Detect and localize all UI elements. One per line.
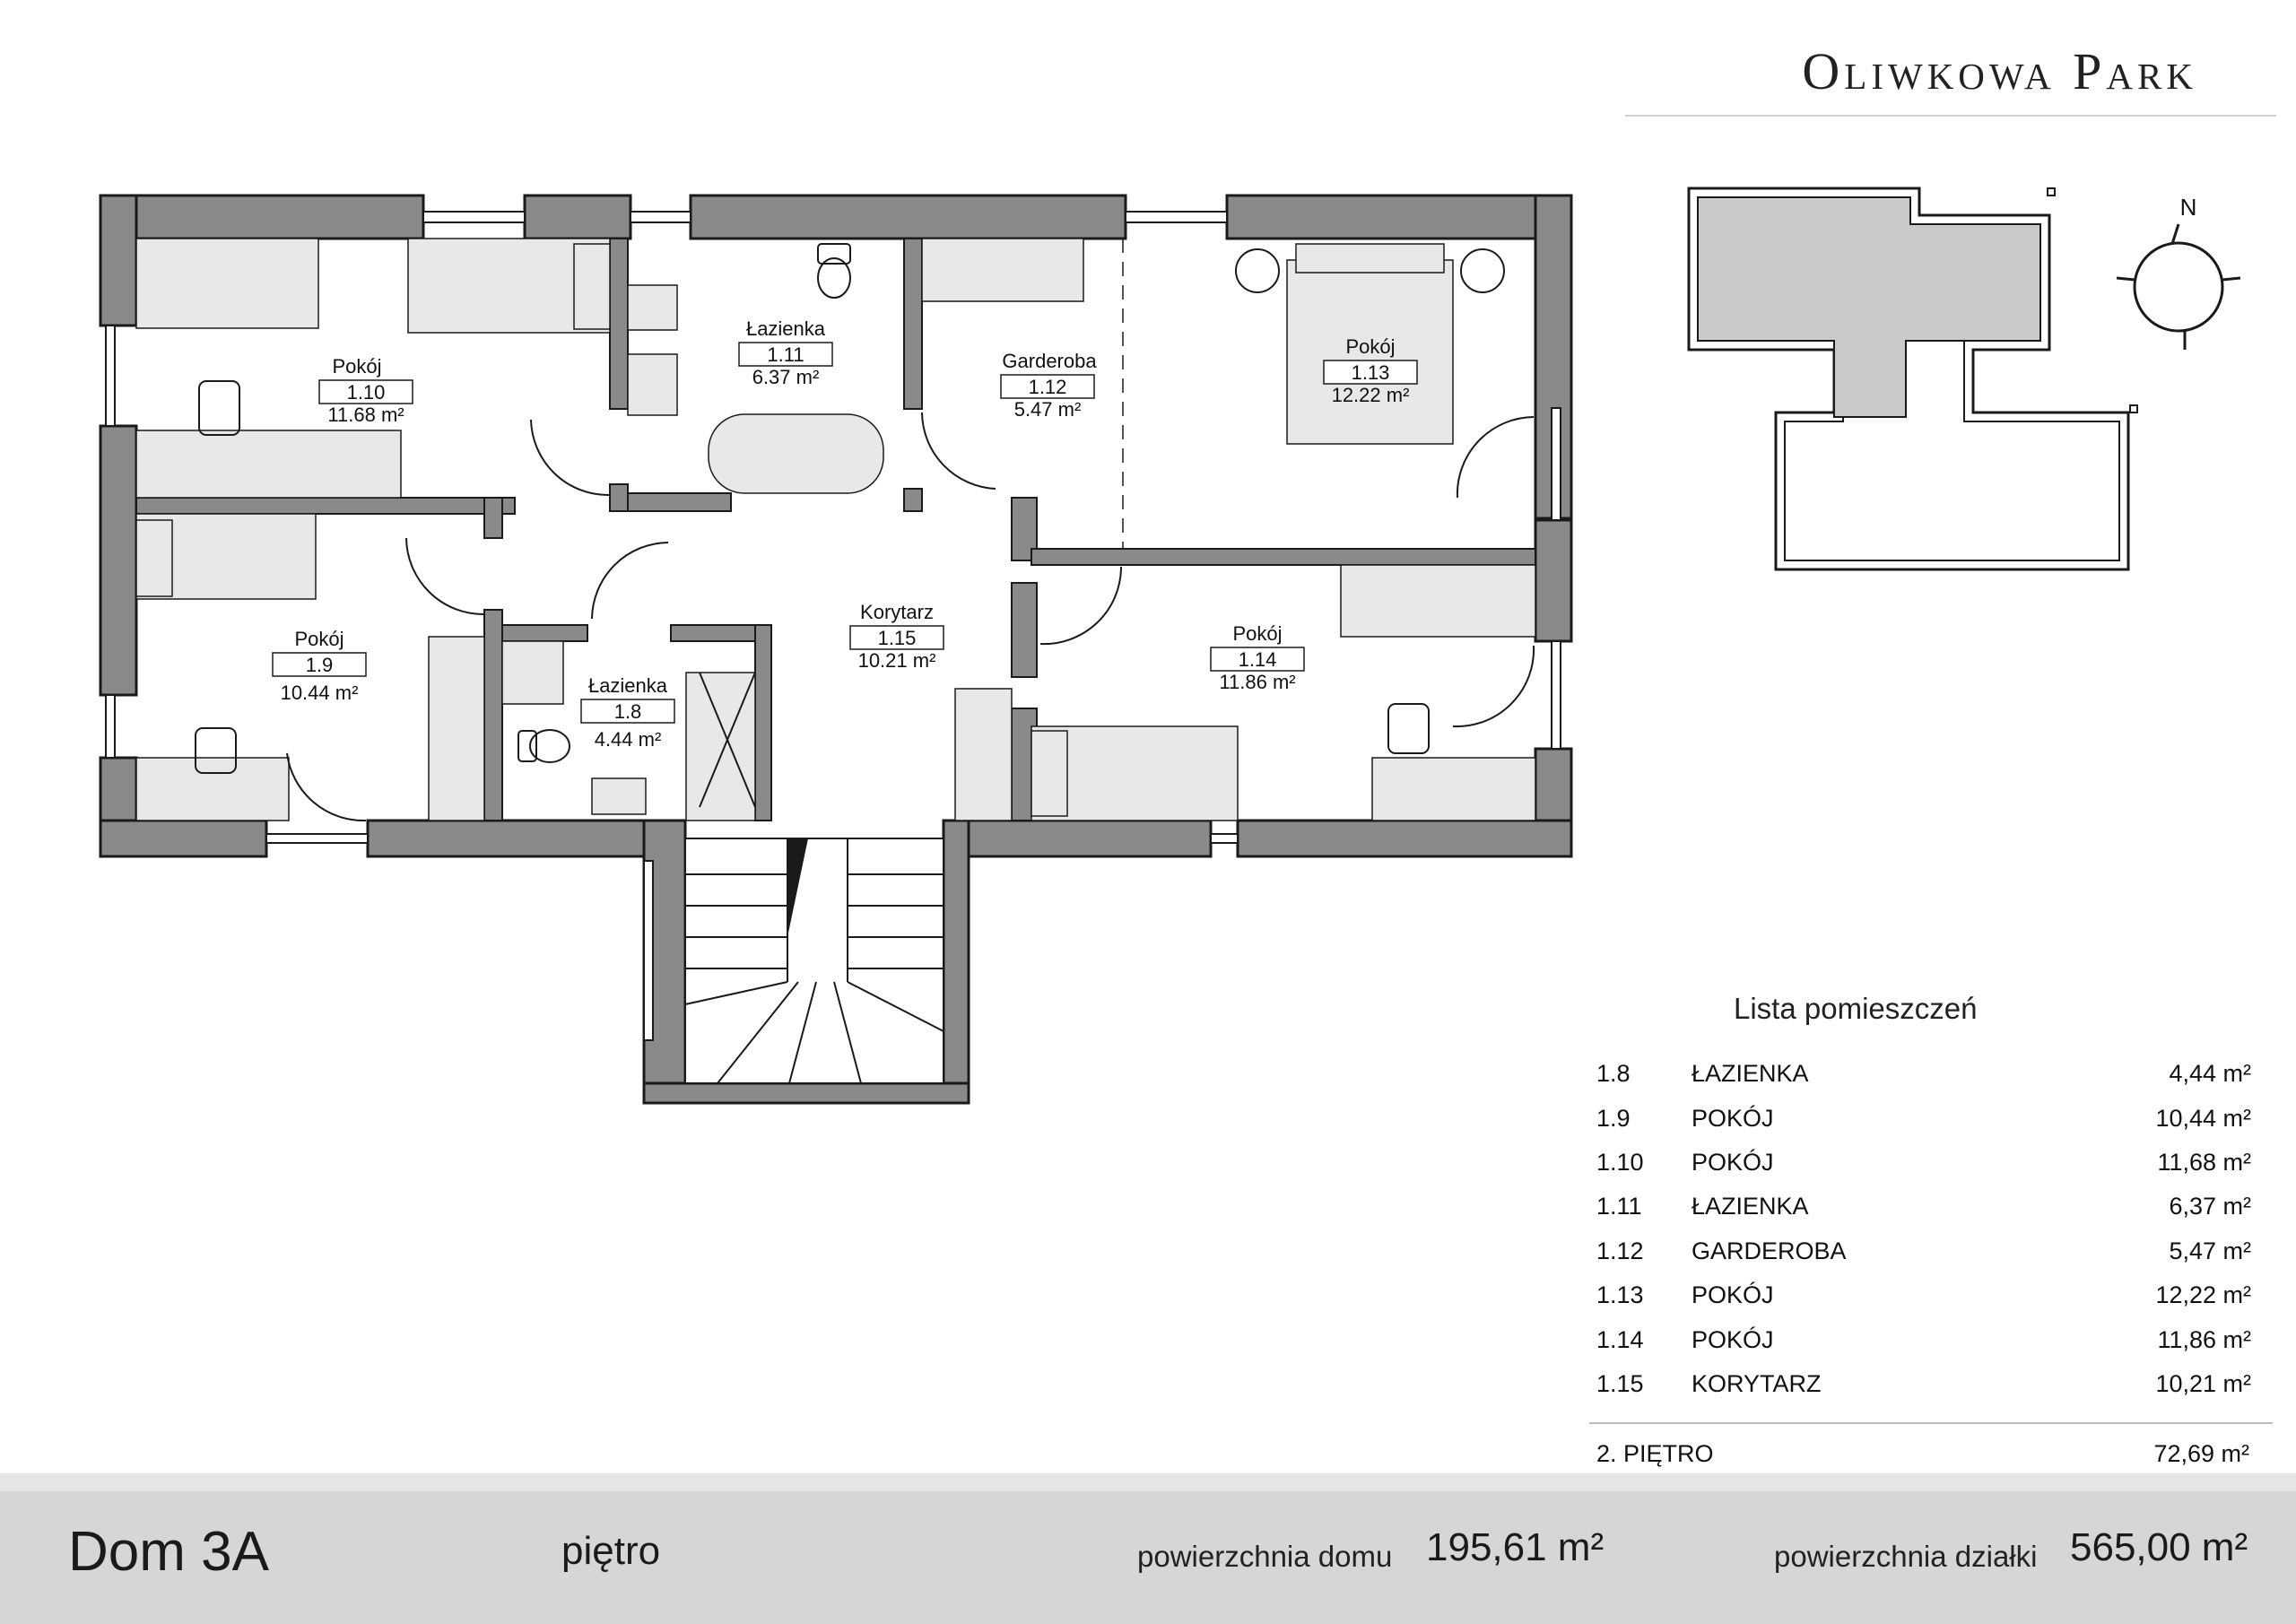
room-list-row: 1.15 KORYTARZ 10,21 m²	[1587, 1370, 2251, 1406]
room-list-row: 1.8 ŁAZIENKA 4,44 m²	[1587, 1060, 2251, 1096]
plot-area-label: powierzchnia działki	[1774, 1540, 2038, 1573]
room-label-1-11: Łazienka 1.11 6.37 m²	[738, 317, 833, 388]
room-list-row: 1.10 POKÓJ 11,68 m²	[1587, 1149, 2251, 1185]
house-area-label: powierzchnia domu	[1137, 1540, 1393, 1573]
room-area: 5.47 m²	[1014, 398, 1082, 421]
room-label-1-10: Pokój 1.10 11.68 m²	[318, 355, 413, 426]
room-area: 6.37 m²	[752, 366, 820, 388]
room-name: ŁAZIENKA	[1692, 1060, 1809, 1087]
room-area: 10,44 m²	[2155, 1105, 2251, 1132]
room-area: 10.44 m²	[281, 682, 359, 704]
room-list-row: 1.14 POKÓJ 11,86 m²	[1587, 1326, 2251, 1362]
footer-bar: Dom 3A piętro powierzchnia domu 195,61 m…	[0, 1473, 2296, 1624]
room-number: 1.12	[1029, 376, 1067, 398]
room-area: 10,21 m²	[2155, 1370, 2251, 1397]
room-number: 1.12	[1596, 1238, 1644, 1264]
room-area: 10.21 m²	[858, 649, 936, 672]
legend-title: Lista pomieszczeń	[1734, 992, 1978, 1025]
room-list-row: 1.11 ŁAZIENKA 6,37 m²	[1587, 1193, 2251, 1229]
room-area: 11.86 m²	[1219, 671, 1295, 693]
house-area-value: 195,61 m²	[1426, 1525, 1605, 1569]
legend-divider	[1589, 1422, 2273, 1424]
room-number: 1.8	[1596, 1060, 1631, 1087]
room-name: POKÓJ	[1692, 1326, 1774, 1353]
room-name: Pokój	[332, 355, 381, 378]
room-name: Łazienka	[588, 674, 668, 697]
room-number: 1.10	[1596, 1149, 1644, 1176]
room-label-1-15: Korytarz 1.15 10.21 m²	[849, 601, 944, 672]
room-list-row: 1.9 POKÓJ 10,44 m²	[1587, 1105, 2251, 1141]
room-area: 4.44 m²	[595, 728, 662, 751]
room-label-1-9: Pokój 1.9 10.44 m²	[272, 628, 367, 704]
compass-north-label: N	[2180, 194, 2197, 221]
room-number: 1.8	[614, 700, 642, 723]
brand-divider	[1625, 115, 2276, 117]
room-area: 6,37 m²	[2169, 1193, 2251, 1220]
room-name: POKÓJ	[1692, 1281, 1774, 1308]
room-label-1-14: Pokój 1.14 11.86 m²	[1210, 622, 1305, 693]
compass-icon	[2116, 223, 2241, 350]
room-area: 12.22 m²	[1332, 384, 1410, 406]
room-label-1-12: Garderoba 1.12 5.47 m²	[1000, 350, 1097, 421]
room-list-row: 1.12 GARDEROBA 5,47 m²	[1587, 1238, 2251, 1273]
room-name: POKÓJ	[1692, 1149, 1774, 1176]
room-name: Pokój	[294, 628, 344, 650]
room-area: 11.68 m²	[327, 404, 404, 426]
room-number: 1.15	[1596, 1370, 1644, 1397]
room-name: POKÓJ	[1692, 1105, 1774, 1132]
room-number: 1.14	[1596, 1326, 1644, 1353]
room-number: 1.13	[1352, 361, 1390, 384]
room-name: GARDEROBA	[1692, 1238, 1847, 1264]
room-name: KORYTARZ	[1692, 1370, 1822, 1397]
brand-title: Oliwkowa Park	[1802, 42, 2197, 100]
room-area: 4,44 m²	[2169, 1060, 2251, 1087]
room-number: 1.11	[767, 343, 804, 366]
room-number: 1.15	[878, 627, 917, 649]
room-name: Łazienka	[746, 317, 826, 340]
floor-total-label: 2. PIĘTRO	[1596, 1440, 1714, 1467]
room-list-row: 1.13 POKÓJ 12,22 m²	[1587, 1281, 2251, 1317]
room-name: Korytarz	[860, 601, 934, 623]
house-name: Dom 3A	[68, 1521, 269, 1583]
room-number: 1.13	[1596, 1281, 1644, 1308]
plot-area-value: 565,00 m²	[2070, 1525, 2248, 1569]
room-number: 1.9	[306, 654, 334, 676]
floor-name: piętro	[561, 1529, 661, 1573]
room-number: 1.11	[1596, 1193, 1642, 1220]
room-label-1-8: Łazienka 1.8 4.44 m²	[580, 674, 675, 751]
room-number: 1.14	[1239, 648, 1277, 671]
room-area: 11,86 m²	[2157, 1326, 2251, 1353]
room-name: Pokój	[1232, 622, 1282, 645]
floor-total: 2. PIĘTRO 72,69 m²	[1596, 1440, 2249, 1468]
room-name: ŁAZIENKA	[1692, 1193, 1809, 1220]
room-area: 11,68 m²	[2157, 1149, 2251, 1176]
room-name: Garderoba	[1002, 350, 1097, 372]
floor-total-area: 72,69 m²	[2153, 1440, 2249, 1467]
room-area: 12,22 m²	[2155, 1281, 2251, 1308]
room-area: 5,47 m²	[2169, 1238, 2251, 1264]
room-number: 1.10	[347, 381, 386, 404]
room-number: 1.9	[1596, 1105, 1631, 1132]
room-name: Pokój	[1345, 335, 1395, 358]
room-label-1-13: Pokój 1.13 12.22 m²	[1323, 335, 1418, 406]
